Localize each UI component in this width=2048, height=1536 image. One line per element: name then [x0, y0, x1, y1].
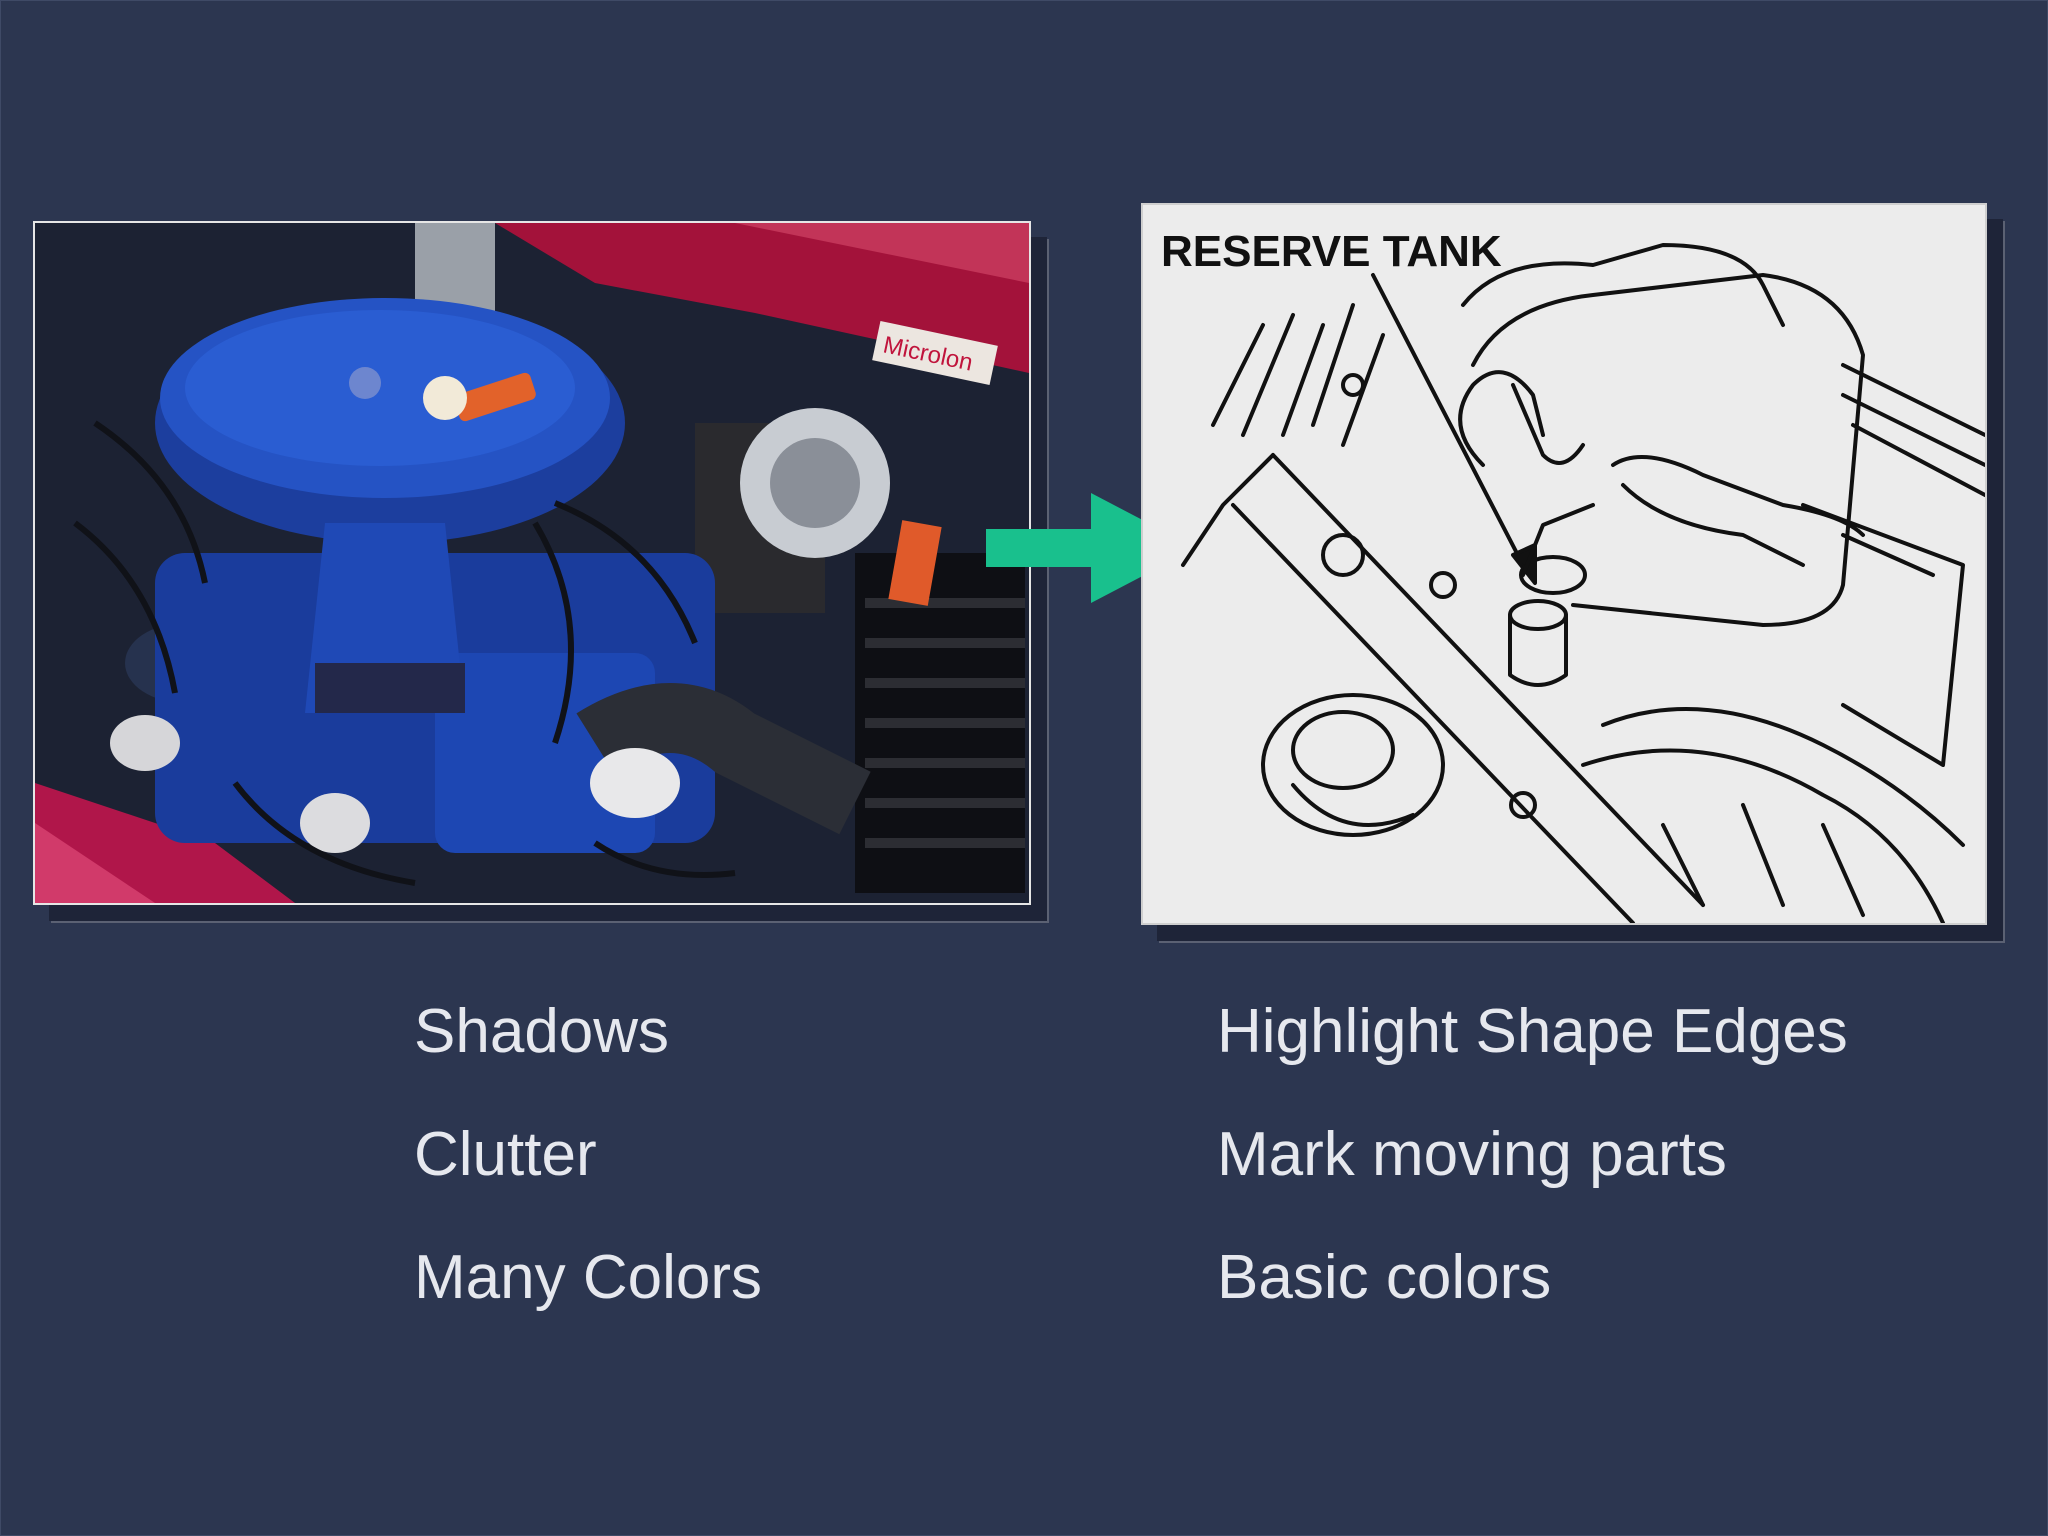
right-list: Highlight Shape Edges Mark moving parts …: [1217, 1001, 1848, 1370]
right-list-item: Highlight Shape Edges: [1217, 997, 1848, 1066]
reserve-tank-diagram: RESERVE TANK: [1141, 203, 1987, 925]
right-list-item: Mark moving parts: [1217, 1120, 1727, 1189]
left-list-item: Shadows: [414, 997, 670, 1066]
engine-photo-illustration: Microlon: [35, 223, 1029, 903]
line-drawing-illustration: [1143, 205, 1985, 923]
left-list-item: Clutter: [414, 1120, 597, 1189]
left-list: Shadows Clutter Many Colors: [414, 1001, 762, 1370]
diagram-title: RESERVE TANK: [1161, 227, 1502, 276]
left-list-item: Many Colors: [414, 1243, 762, 1312]
engine-photo: Microlon: [33, 221, 1031, 905]
right-list-item: Basic colors: [1217, 1243, 1552, 1312]
